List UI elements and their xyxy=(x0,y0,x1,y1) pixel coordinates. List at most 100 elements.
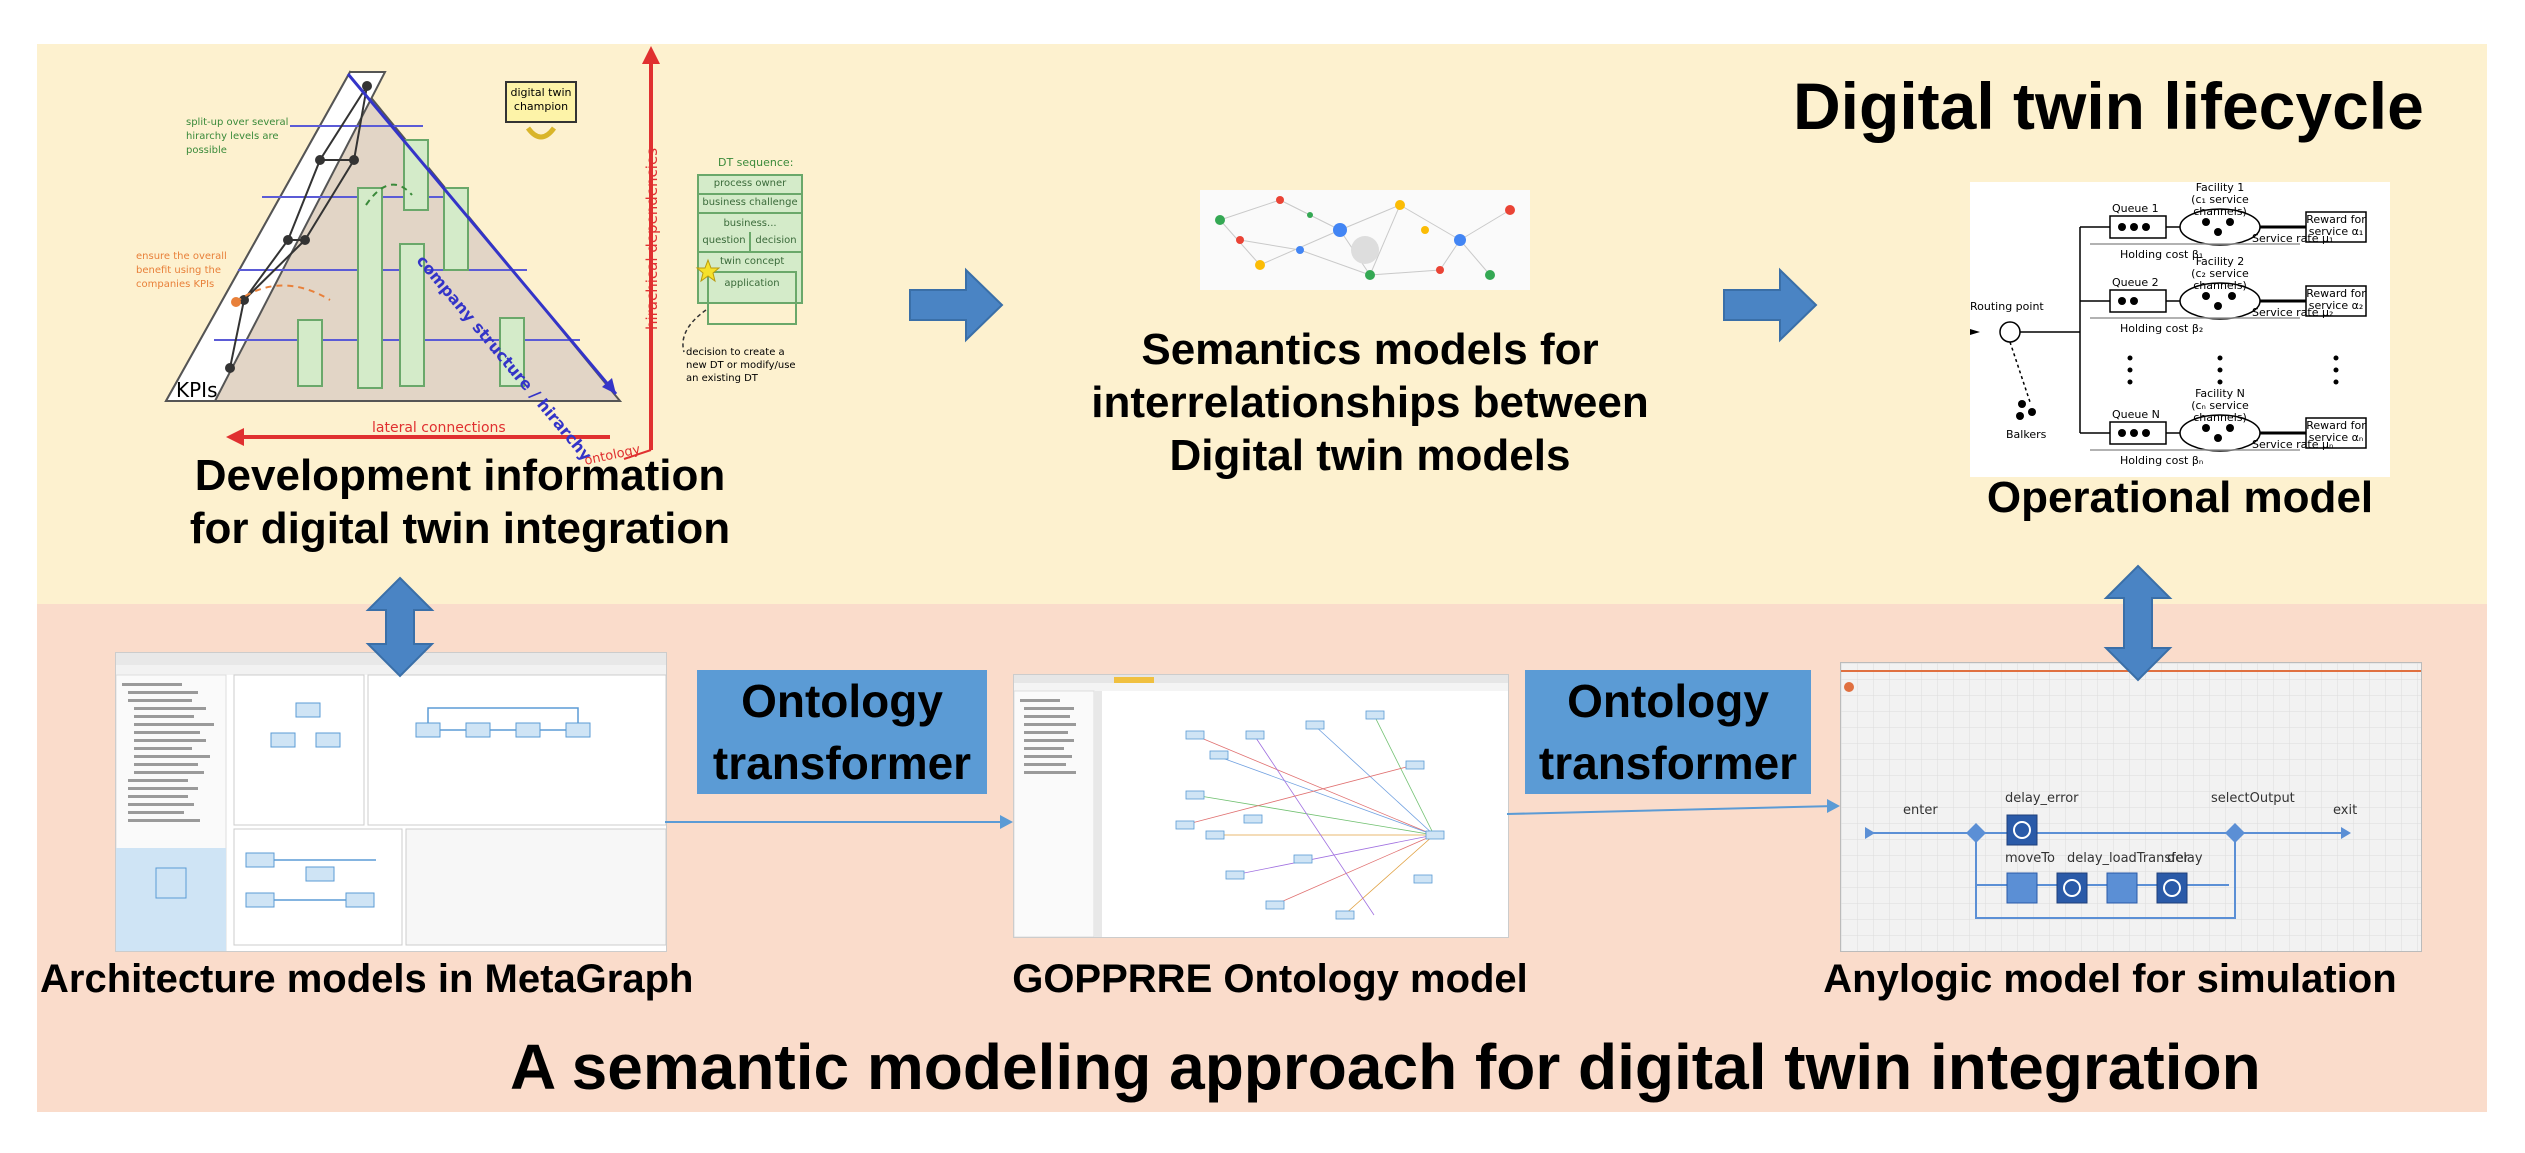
semantics-caption: Semantics models for interrelationships … xyxy=(1060,324,1680,482)
arrow-right-icon xyxy=(1000,815,1013,829)
gopprre-caption: GOPPRRE Ontology model xyxy=(1012,957,1528,1001)
lateral-connections-label: lateral connections xyxy=(372,420,506,436)
holding2-label: Holding cost β₂ xyxy=(2120,322,2204,335)
lifecycle-title: Digital twin lifecycle xyxy=(1793,69,2424,143)
select-output-label: selectOutput xyxy=(2211,791,2295,806)
seq-process-owner: process owner xyxy=(713,178,787,189)
facility2-label-line2: (c₂ service channels) xyxy=(2191,267,2249,292)
delay-error-label: delay_error xyxy=(2005,791,2079,806)
reward2-label-line1: Reward for xyxy=(2306,287,2366,300)
development-caption-line2: for digital twin integration xyxy=(189,503,731,553)
anylogic-caption: Anylogic model for simulation xyxy=(1823,957,2397,1001)
split-up-note: split-up over several hirarchy levels ar… xyxy=(186,116,288,158)
serviceN-label: Service rate μₙ xyxy=(2252,438,2334,451)
delay-load-transfer-label: delay_loadTransfer xyxy=(2067,851,2190,866)
split-up-note-line1: split-up over several xyxy=(186,117,289,128)
select-output-diamond-icon xyxy=(2225,823,2245,843)
reward1-label-line1: Reward for xyxy=(2306,213,2366,226)
balkers-label: Balkers xyxy=(2006,428,2047,441)
service2-label: Service rate μ₂ xyxy=(2252,306,2334,319)
seq-business: business... xyxy=(723,218,777,229)
delay-error-icon xyxy=(2006,814,2038,846)
anylogic-screenshot: enter delay_error moveTo delay_loadTrans… xyxy=(1840,662,2422,952)
gopprre-screenshot xyxy=(1013,674,1509,938)
development-caption: Development information for digital twin… xyxy=(100,450,820,556)
queue1-label: Queue 1 xyxy=(2112,202,2159,215)
champion-label: digital twin champion xyxy=(506,86,576,114)
facility2-label: Facility 2 (c₂ service channels) xyxy=(2170,256,2270,292)
routing-point-label: Routing point xyxy=(1970,300,2044,313)
seq-application: application xyxy=(724,278,780,289)
semantics-caption-line3: Digital twin models xyxy=(1169,430,1571,480)
champion-label-line2: champion xyxy=(513,100,569,113)
transfer-icon xyxy=(2106,872,2138,904)
arrow-right-icon xyxy=(909,267,1004,343)
ontology-transformer-2-line2: transformer xyxy=(1538,737,1798,789)
enter-port-icon xyxy=(1865,827,1875,839)
kpis-label: KPIs xyxy=(176,378,218,402)
arrow-right-icon xyxy=(1723,267,1818,343)
decision-note-line1: decision to create a xyxy=(686,347,785,358)
facility1-label: Facility 1 (c₁ service channels) xyxy=(2170,182,2270,218)
ontology-transformer-1-line1: Ontology xyxy=(741,675,943,727)
delay-label: delay xyxy=(2167,851,2203,866)
queueing-model-image: Facility 1 (c₁ service channels) Queue 1… xyxy=(1970,182,2390,477)
service1-label: Service rate μ₁ xyxy=(2252,232,2334,245)
exit-port-icon xyxy=(2341,827,2351,839)
reward1-label-line2: service α₁ xyxy=(2308,225,2364,238)
seq-question: question xyxy=(702,235,746,246)
double-arrow-vertical-icon xyxy=(2103,564,2173,682)
development-caption-line1: Development information xyxy=(194,451,726,500)
moveto-icon xyxy=(2006,872,2038,904)
split-up-note-line3: possible xyxy=(186,145,227,156)
double-arrow-vertical-icon xyxy=(365,576,435,678)
semantics-caption-line2: interrelationships between xyxy=(1091,377,1649,427)
decision-note-line3: an existing DT xyxy=(686,373,758,384)
facility2-label-line1: Facility 2 xyxy=(2195,255,2245,268)
champion-label-line1: digital twin xyxy=(510,86,572,99)
exit-label: exit xyxy=(2333,803,2358,818)
semantics-caption-line1: Semantics models for xyxy=(1141,325,1599,374)
ensure-benefit-note: ensure the overall benefit using the com… xyxy=(136,250,227,292)
queueN-label: Queue N xyxy=(2112,408,2160,421)
reward2-label: Reward for service α₂ xyxy=(2306,288,2366,312)
decision-note: decision to create a new DT or modify/us… xyxy=(686,346,796,385)
reward1-label: Reward for service α₁ xyxy=(2306,214,2366,238)
facility1-label-line2: (c₁ service channels) xyxy=(2191,193,2249,218)
ontology-transformer-box-1: Ontology transformer xyxy=(697,670,987,794)
ontology-transformer-box-2: Ontology transformer xyxy=(1525,670,1811,794)
seq-business-challenge: business challenge xyxy=(702,197,798,208)
delay-icon xyxy=(2156,872,2188,904)
delay-load-icon xyxy=(2056,872,2088,904)
ensure-benefit-note-line1: ensure the overall xyxy=(136,251,227,262)
holdingN-label: Holding cost βₙ xyxy=(2120,454,2204,467)
seq-decision: decision xyxy=(755,235,797,246)
facilityN-label-line2: (cₙ service channels) xyxy=(2191,399,2249,424)
reward2-label-line2: service α₂ xyxy=(2308,299,2364,312)
ontology-transformer-2-line1: Ontology xyxy=(1567,675,1769,727)
holding1-label: Holding cost β₁ xyxy=(2120,248,2204,261)
facilityN-label-line1: Facility N xyxy=(2195,387,2245,400)
moveto-label: moveTo xyxy=(2005,851,2055,866)
rewardN-label-line2: service αₙ xyxy=(2308,431,2364,444)
ensure-benefit-note-line2: benefit using the xyxy=(136,265,221,276)
approach-title: A semantic modeling approach for digital… xyxy=(510,1031,2261,1103)
split-up-note-line2: hirarchy levels are xyxy=(186,131,279,142)
select-output-diamond-icon xyxy=(1966,823,1986,843)
queue2-label: Queue 2 xyxy=(2112,276,2159,289)
operational-caption: Operational model xyxy=(1986,473,2374,522)
decision-note-line2: new DT or modify/use xyxy=(686,360,796,371)
dt-sequence-title: DT sequence: xyxy=(718,156,794,169)
facility1-label-line1: Facility 1 xyxy=(2195,182,2245,194)
metagraph-caption: Architecture models in MetaGraph xyxy=(40,957,694,1001)
facilityN-label: Facility N (cₙ service channels) xyxy=(2170,388,2270,424)
metagraph-screenshot xyxy=(115,652,667,952)
seq-twin-concept: twin concept xyxy=(720,256,785,267)
rewardN-label: Reward for service αₙ xyxy=(2306,420,2366,444)
ensure-benefit-note-line3: companies KPIs xyxy=(136,279,215,290)
rewardN-label-line1: Reward for xyxy=(2306,419,2366,432)
arrow-right-icon xyxy=(1827,799,1840,813)
